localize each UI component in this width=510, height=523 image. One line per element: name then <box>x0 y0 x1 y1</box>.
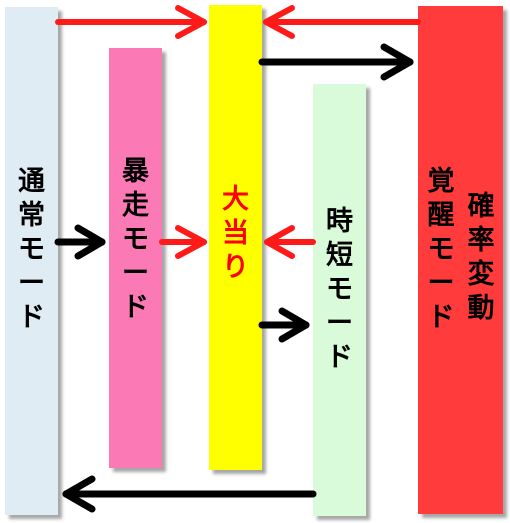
probability-variation-char: 変 <box>467 259 495 290</box>
jackpot-box <box>209 5 262 470</box>
red-arrows <box>55 5 421 259</box>
normal-mode-box <box>5 7 58 515</box>
time-saving-mode-char: ド <box>326 342 353 373</box>
arrow-normal-to-jackpot <box>55 5 207 39</box>
runaway-mode-char: ド <box>122 292 149 323</box>
probability-variation-char: 動 <box>467 293 495 324</box>
arrow-awakening-to-jackpot <box>263 5 421 39</box>
runaway-mode-char: 暴 <box>122 156 149 187</box>
runaway-mode-char: ー <box>122 258 149 289</box>
time-saving-mode-label: 時 短 モ ー ド <box>313 205 366 375</box>
probability-variation-char: 確 <box>467 191 495 222</box>
jackpot-char: 当 <box>222 218 249 249</box>
normal-mode-char: モ <box>18 234 45 265</box>
normal-mode-char: 通 <box>18 166 45 197</box>
time-saving-mode-char: 短 <box>326 240 353 271</box>
runaway-mode-char: 走 <box>122 190 149 221</box>
black-arrows <box>54 43 414 513</box>
awakening-mode-char: 覚 <box>427 166 455 197</box>
awakening-mode-char: 醒 <box>427 200 455 231</box>
time-saving-mode-char: 時 <box>326 206 353 237</box>
awakening-mode-char: ー <box>427 268 455 299</box>
arrow-time-saving-to-normal <box>62 475 317 513</box>
time-saving-mode-box <box>313 84 366 516</box>
time-saving-mode-char: モ <box>326 274 353 305</box>
runaway-mode-box <box>109 48 162 468</box>
normal-mode-char: ド <box>18 302 45 333</box>
runaway-mode-label: 暴 走 モ ー ド <box>109 155 162 325</box>
normal-mode-char: 常 <box>18 200 45 231</box>
arrow-normal-to-runaway <box>54 224 106 260</box>
arrow-time-saving-to-jackpot <box>264 225 316 259</box>
arrow-runaway-to-jackpot <box>159 225 207 259</box>
awakening-mode-char: モ <box>427 234 455 265</box>
awakening-mode-label: 覚 醒 モ ー ド <box>421 165 461 335</box>
jackpot-char: り <box>222 252 249 283</box>
normal-mode-char: ー <box>18 268 45 299</box>
awakening-mode-char: ド <box>427 302 455 333</box>
awakening-mode-box <box>418 6 503 514</box>
arrow-jackpot-to-awakening <box>258 43 414 81</box>
runaway-mode-char: モ <box>122 224 149 255</box>
jackpot-char: 大 <box>222 184 249 215</box>
probability-variation-char: 率 <box>467 225 495 256</box>
normal-mode-label: 通 常 モ ー ド <box>5 165 58 335</box>
probability-variation-label: 確 率 変 動 <box>461 190 501 326</box>
jackpot-label: 大 当 り <box>209 183 262 285</box>
time-saving-mode-char: ー <box>326 308 353 339</box>
arrow-jackpot-to-time-saving <box>258 307 310 343</box>
